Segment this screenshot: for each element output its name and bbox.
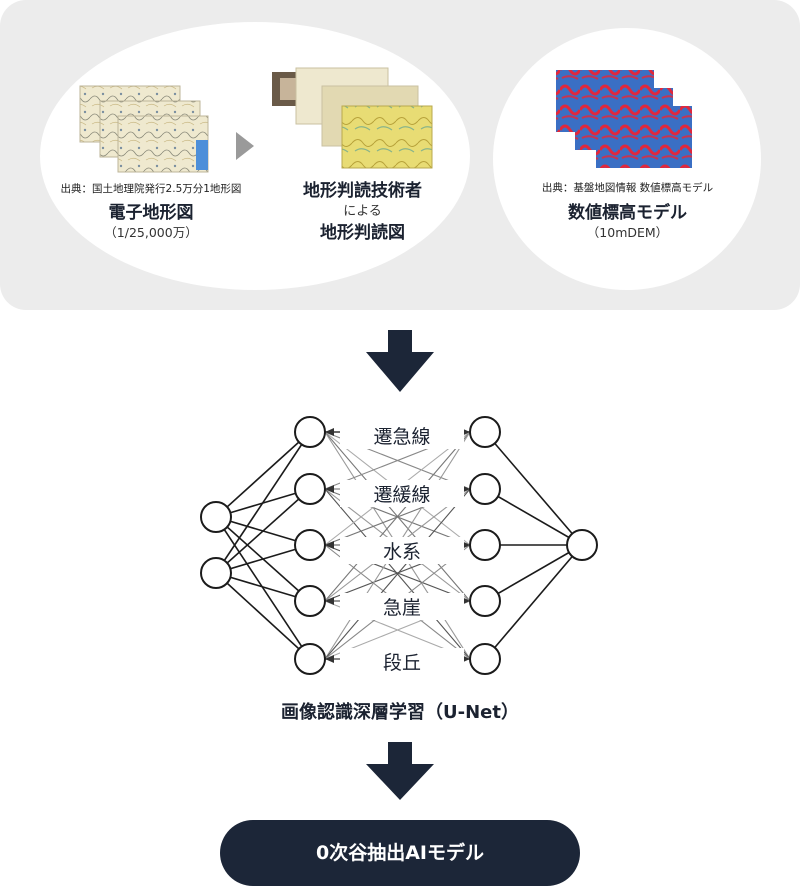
hidden-node bbox=[469, 473, 501, 505]
edge bbox=[215, 431, 311, 574]
arrowhead bbox=[325, 541, 334, 549]
edge bbox=[484, 544, 583, 602]
dem-thumbnail bbox=[556, 70, 692, 168]
class-label-2: 遷緩線 bbox=[340, 480, 464, 507]
dem-title: 数値標高モデル bbox=[568, 203, 687, 223]
hidden-node bbox=[469, 643, 501, 675]
edge bbox=[215, 572, 311, 602]
hidden-node bbox=[294, 585, 326, 617]
edge bbox=[215, 488, 311, 574]
hidden-node bbox=[469, 416, 501, 448]
topographic-map-thumbnail bbox=[79, 85, 209, 173]
edge bbox=[484, 431, 583, 546]
class-label-5: 段丘 bbox=[340, 648, 464, 675]
input-node bbox=[200, 501, 232, 533]
interpretation-map-title: 地形判読図 bbox=[320, 223, 405, 243]
interpretation-title: 地形判読技術者 bbox=[303, 181, 422, 201]
arrowhead bbox=[325, 597, 334, 605]
edge bbox=[324, 431, 471, 602]
hidden-node bbox=[469, 585, 501, 617]
edge bbox=[484, 488, 583, 546]
class-label-4: 急崖 bbox=[340, 593, 464, 620]
down-arrow-icon bbox=[366, 330, 434, 392]
edge bbox=[215, 572, 311, 660]
edge bbox=[215, 516, 311, 660]
hidden-node bbox=[294, 643, 326, 675]
input-node bbox=[200, 557, 232, 589]
hidden-node bbox=[294, 416, 326, 448]
network-title: 画像認識深層学習（U-Net） bbox=[281, 702, 519, 723]
arrowhead bbox=[325, 655, 334, 663]
arrowhead bbox=[325, 485, 334, 493]
interpretation-by: による bbox=[343, 204, 382, 219]
right-arrow-icon bbox=[236, 132, 254, 160]
map-title: 電子地形図 bbox=[108, 203, 194, 223]
arrowhead bbox=[325, 428, 334, 436]
output-model-button: 0次谷抽出AIモデル bbox=[220, 820, 580, 886]
hidden-node bbox=[294, 529, 326, 561]
edge bbox=[324, 488, 471, 660]
map-credit: 出典：国土地理院発行2.5万分1地形図 bbox=[60, 183, 242, 195]
edge bbox=[215, 544, 311, 574]
dem-credit: 出典：基盤地図情報 数値標高モデル bbox=[541, 182, 714, 194]
hidden-node bbox=[294, 473, 326, 505]
class-label-3: 水系 bbox=[340, 537, 464, 564]
hidden-node bbox=[469, 529, 501, 561]
landform-interpretation-thumbnail bbox=[272, 67, 433, 169]
dem-subtitle: （10mDEM） bbox=[586, 225, 669, 240]
edge bbox=[484, 544, 583, 660]
down-arrow-icon bbox=[366, 742, 434, 800]
edge bbox=[215, 431, 311, 518]
output-node bbox=[566, 529, 598, 561]
map-subtitle: （1/25,000万） bbox=[104, 225, 198, 240]
class-label-1: 遷急線 bbox=[340, 422, 464, 449]
